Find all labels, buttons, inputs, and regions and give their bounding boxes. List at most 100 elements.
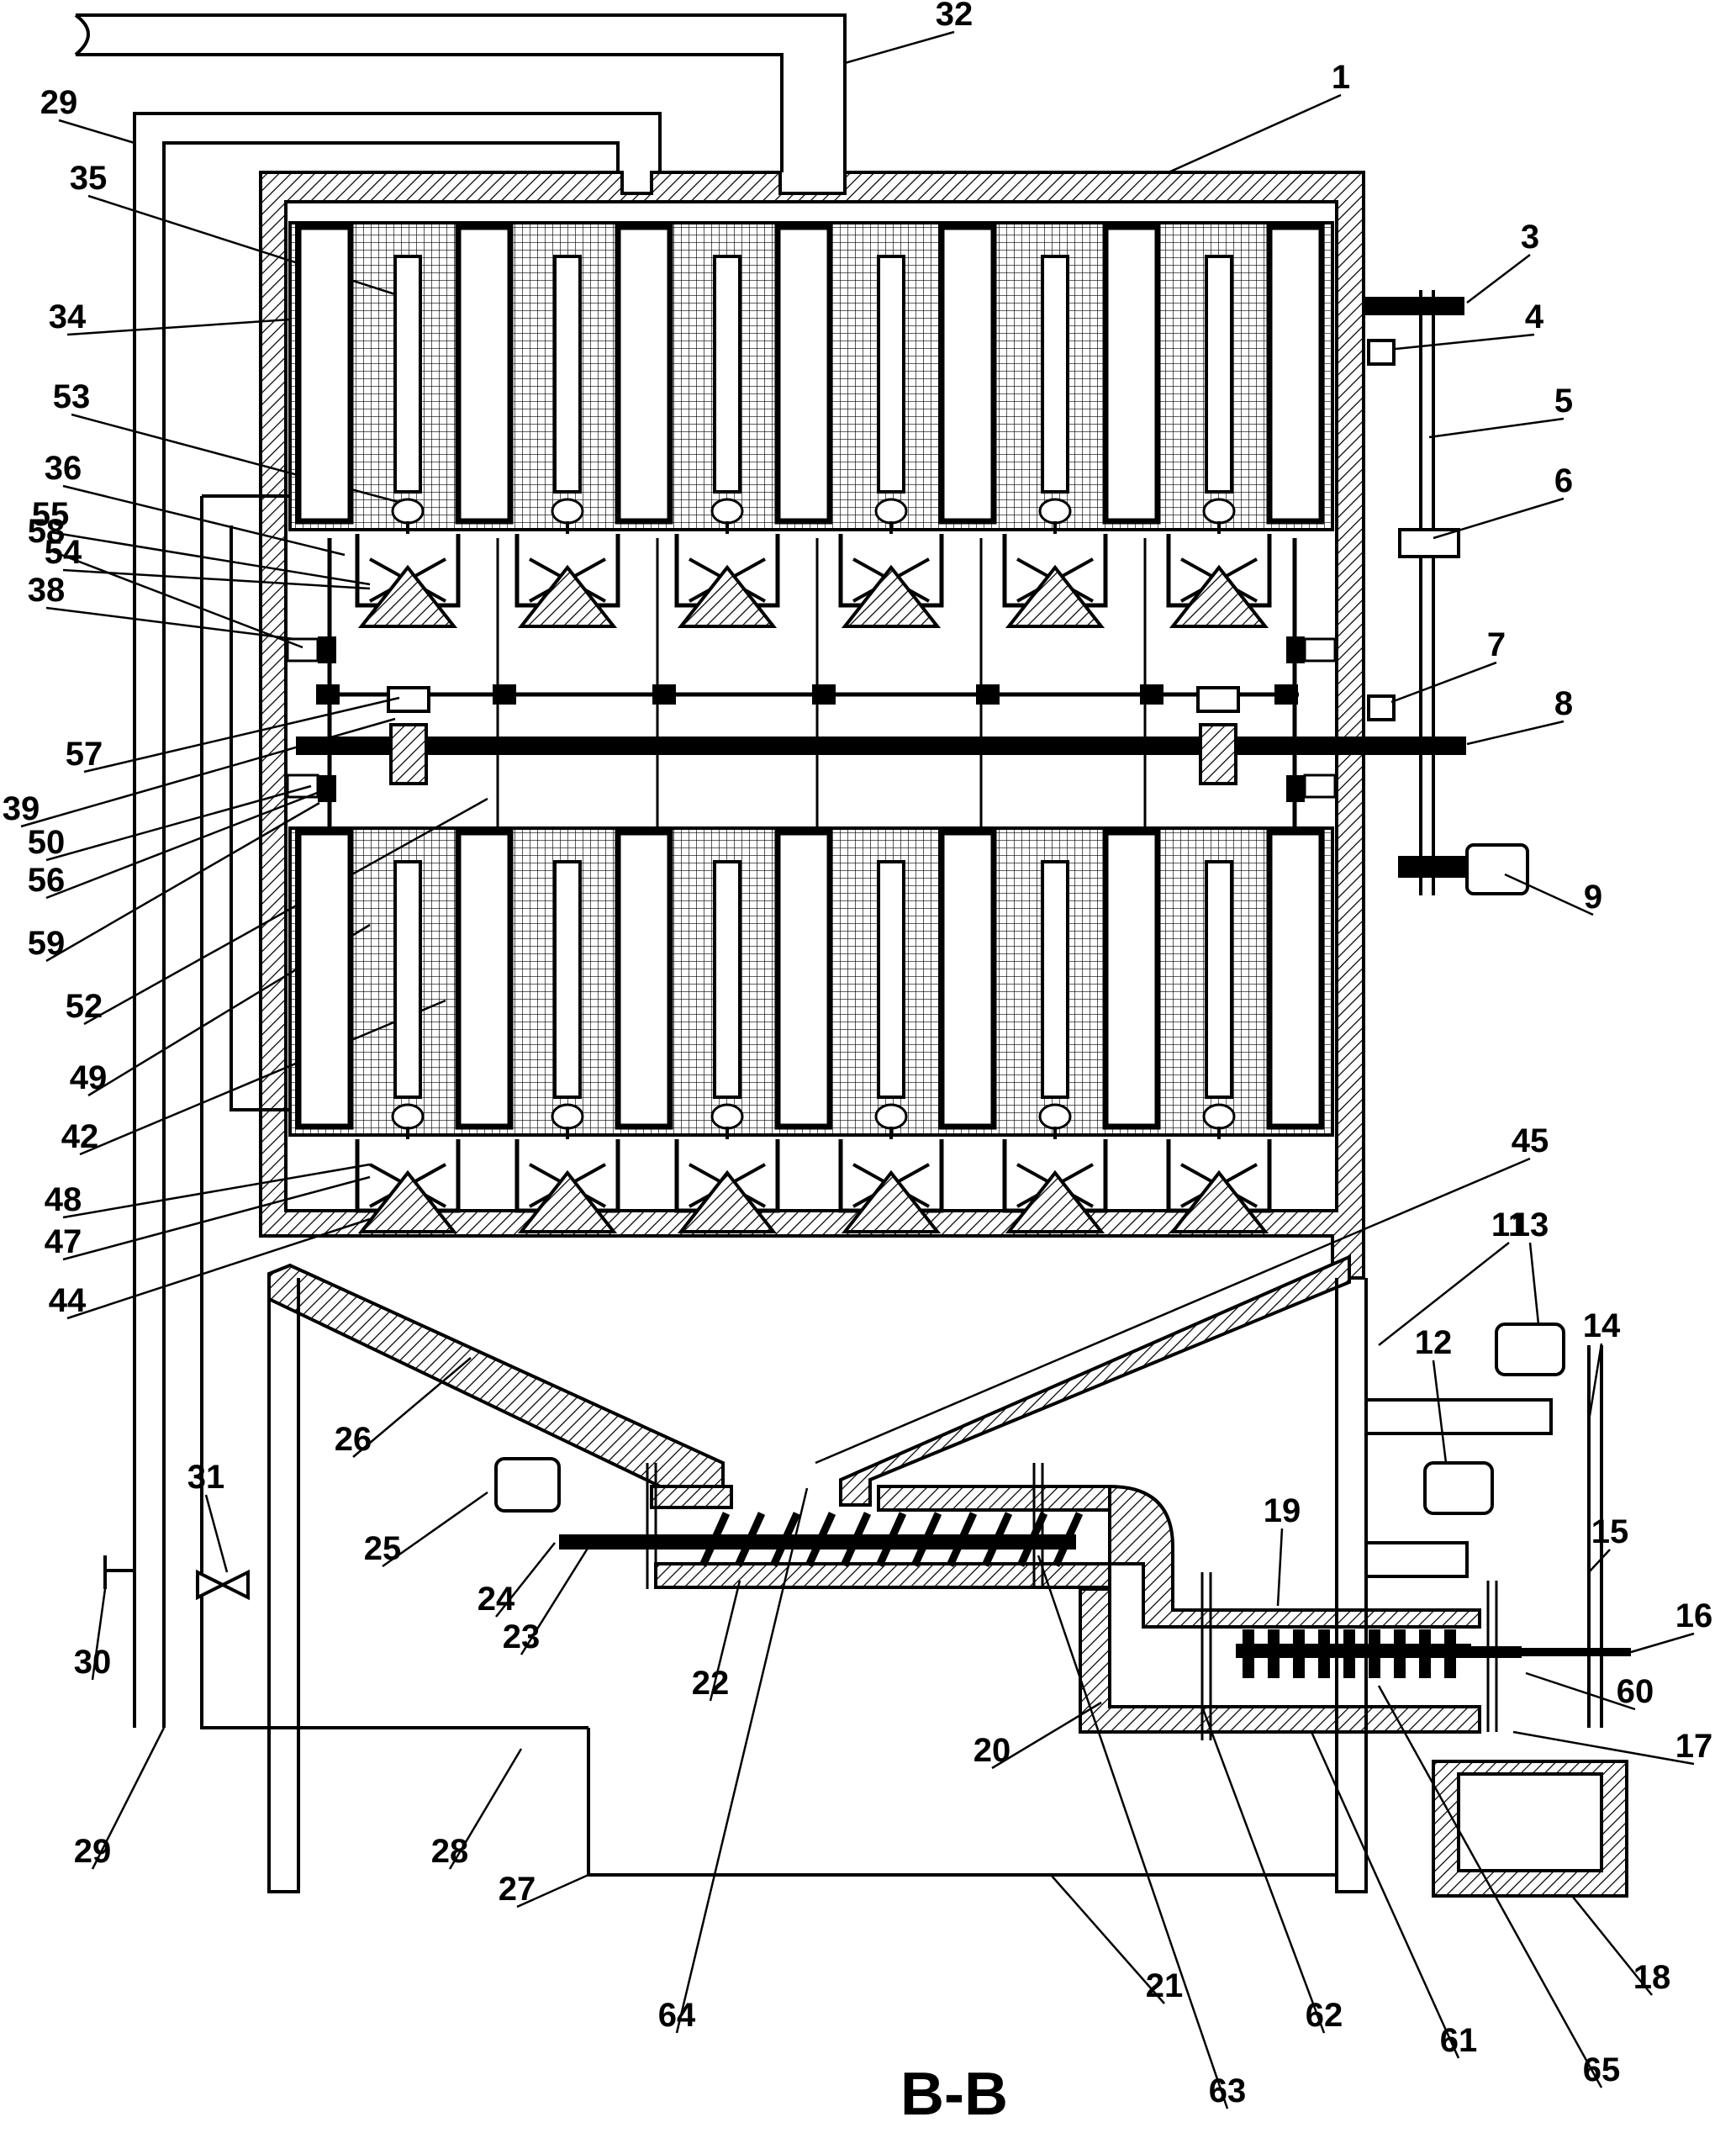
roller xyxy=(551,498,584,525)
callout-label: 44 xyxy=(49,1282,87,1319)
callout-label: 8 xyxy=(1554,685,1573,722)
callout-label: 5 xyxy=(1554,383,1573,420)
leader-line xyxy=(1390,661,1497,704)
drive-shaft-assembly xyxy=(286,538,1466,828)
callout-label: 58 xyxy=(28,513,66,550)
leader-line xyxy=(83,696,400,773)
leader-line xyxy=(204,1494,229,1573)
leader-line xyxy=(675,1487,809,2034)
leader-line xyxy=(1310,1731,1460,2059)
leader-line xyxy=(1525,1671,1636,1711)
funnel-unit xyxy=(1002,1127,1108,1233)
callout-label: 45 xyxy=(1512,1122,1549,1159)
callout-label: 18 xyxy=(1633,1959,1671,1996)
leader-line xyxy=(20,717,396,828)
leader-line xyxy=(62,1175,371,1261)
callout-label: 26 xyxy=(335,1421,372,1458)
callout-label: 34 xyxy=(49,298,87,335)
leader-line xyxy=(45,547,303,649)
callout-label: 14 xyxy=(1583,1307,1621,1344)
callout-label: 24 xyxy=(478,1581,515,1618)
heat-tube xyxy=(877,255,905,494)
callout-label: 16 xyxy=(1675,1597,1713,1634)
callout-label: 59 xyxy=(28,925,66,962)
callout-label: 23 xyxy=(503,1618,541,1655)
funnel-unit xyxy=(674,1127,780,1233)
callout-label: 22 xyxy=(692,1665,730,1702)
callout-label: 38 xyxy=(28,572,66,609)
leader-line xyxy=(520,1546,590,1655)
callout-label: 12 xyxy=(1415,1324,1453,1361)
roller xyxy=(710,498,744,525)
leader-line xyxy=(1378,1242,1510,1346)
heat-tube xyxy=(393,255,422,494)
heat-tube xyxy=(553,255,582,494)
leader-line xyxy=(1504,873,1594,916)
leader-line xyxy=(1395,333,1535,351)
heater-panel xyxy=(938,224,997,525)
funnel-unit xyxy=(1166,1127,1272,1233)
heat-tube xyxy=(713,255,741,494)
heater-panel xyxy=(774,829,833,1130)
callout-label: 32 xyxy=(936,0,974,33)
heat-tube xyxy=(1205,255,1233,494)
callout-label: 42 xyxy=(61,1118,99,1155)
leader-line xyxy=(448,1748,523,1870)
leader-line xyxy=(83,797,488,1026)
callout-label: 48 xyxy=(45,1181,82,1218)
heat-tube xyxy=(1041,255,1069,494)
leader-line xyxy=(1528,1242,1540,1325)
roller xyxy=(710,1103,744,1130)
leader-line xyxy=(66,1217,371,1320)
leader-line xyxy=(50,531,371,586)
leader-line xyxy=(45,801,320,963)
leader-line xyxy=(1571,1895,1653,1996)
callout-label: 1 xyxy=(1332,59,1350,96)
bearing-block xyxy=(976,684,1000,705)
screw-conveyor xyxy=(494,1457,1111,1589)
roller xyxy=(874,498,908,525)
leader-line xyxy=(1276,1528,1284,1607)
steam-pipe xyxy=(133,112,662,1728)
roller xyxy=(1038,498,1072,525)
callout-label: 17 xyxy=(1675,1728,1713,1765)
heat-tube xyxy=(393,860,422,1099)
leader-line xyxy=(815,1157,1531,1465)
callout-label: 13 xyxy=(1512,1206,1549,1243)
leader-line xyxy=(58,119,135,145)
callout-label: 30 xyxy=(74,1644,112,1681)
funnel-unit xyxy=(1166,521,1272,628)
heater-panel xyxy=(615,829,673,1130)
callout-label: 39 xyxy=(3,790,40,827)
leader-line xyxy=(1200,1706,1326,2034)
heater-panel xyxy=(774,224,833,525)
leader-line xyxy=(45,789,325,900)
callout-label: 55 xyxy=(32,496,70,533)
callout-label: 25 xyxy=(364,1530,402,1567)
funnel-unit xyxy=(355,521,461,628)
funnel-unit xyxy=(838,521,944,628)
leader-line xyxy=(45,606,295,641)
leader-line xyxy=(382,1491,488,1568)
motor-units xyxy=(1364,1323,1603,1728)
funnel-unit xyxy=(514,1127,620,1233)
callout-label: 6 xyxy=(1554,462,1573,499)
heater-panel xyxy=(938,829,997,1130)
leader-line xyxy=(62,1163,371,1219)
roller xyxy=(1038,1103,1072,1130)
callout-labels: 1345678911121314151617181920212223242526… xyxy=(3,0,1713,2109)
callout-label: 60 xyxy=(1617,1673,1654,1710)
heat-tube xyxy=(553,860,582,1099)
callout-label: 11 xyxy=(1491,1206,1527,1243)
callout-label: 63 xyxy=(1209,2072,1247,2109)
bearing-block xyxy=(1274,684,1298,705)
leader-line xyxy=(79,999,446,1156)
bearing-block xyxy=(652,684,676,705)
callout-label: 3 xyxy=(1521,219,1539,256)
leader-line xyxy=(516,1873,589,1909)
funnel-unit xyxy=(355,1127,461,1233)
bearing-block xyxy=(812,684,836,705)
leader-line xyxy=(1037,1555,1229,2109)
exhaust-duct xyxy=(74,13,847,172)
roller xyxy=(1202,1103,1236,1130)
